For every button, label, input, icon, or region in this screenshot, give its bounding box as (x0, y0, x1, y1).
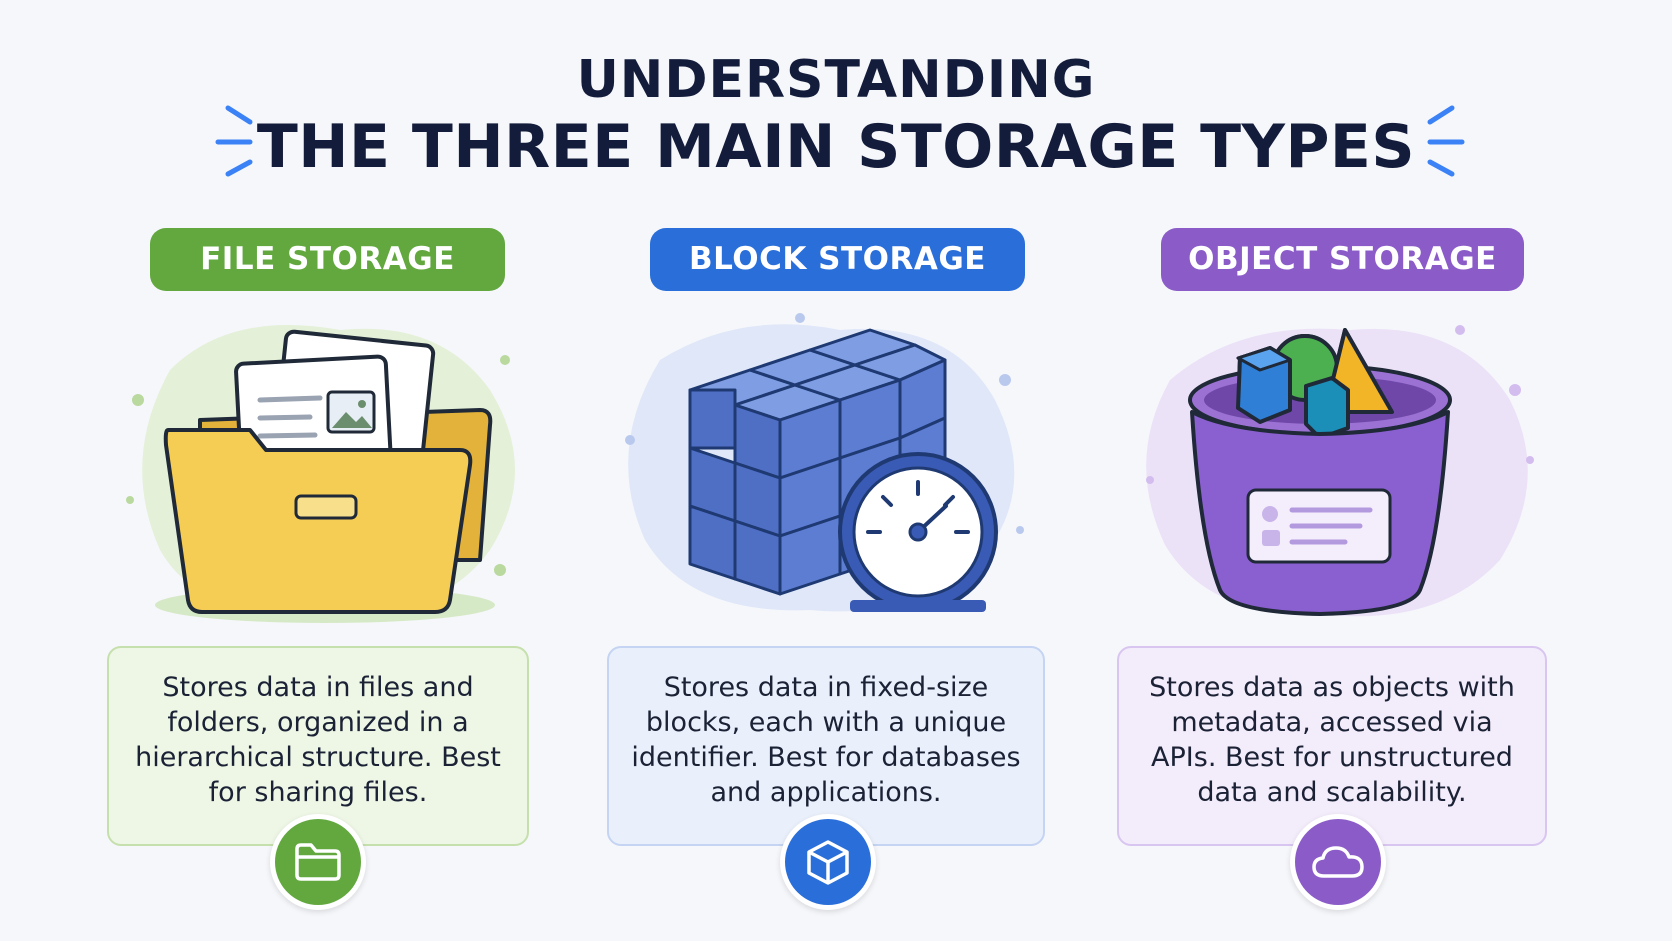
object-storage-badge (1290, 814, 1386, 910)
block-storage-description: Stores data in fixed-size blocks, each w… (607, 646, 1045, 846)
title-line-1: UNDERSTANDING (576, 50, 1096, 110)
object-storage-description: Stores data as objects with metadata, ac… (1117, 646, 1547, 846)
block-storage-badge (780, 814, 876, 910)
cube-icon (807, 840, 849, 885)
file-folder-illustration (126, 325, 515, 623)
sparkle-right-icon (1427, 105, 1465, 177)
object-storage-label: OBJECT STORAGE (1161, 228, 1524, 291)
cloud-icon (1312, 846, 1364, 878)
file-storage-badge (270, 814, 366, 910)
block-cubes-illustration (625, 313, 1024, 612)
sparkle-left-icon (215, 105, 253, 177)
file-storage-label: FILE STORAGE (150, 228, 505, 291)
folder-icon (295, 843, 341, 881)
block-storage-label: BLOCK STORAGE (650, 228, 1025, 291)
file-storage-description: Stores data in files and folders, organi… (107, 646, 529, 846)
title-line-2: THE THREE MAIN STORAGE TYPES (256, 112, 1416, 182)
object-bucket-illustration (1146, 325, 1534, 617)
